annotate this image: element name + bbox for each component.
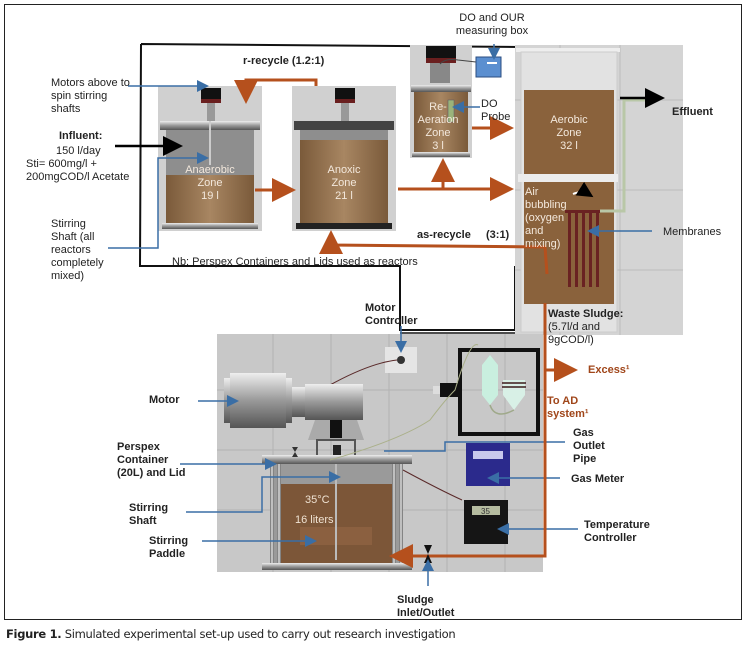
waste-sludge-detail-1: (5.7l/d and (548, 321, 600, 333)
reaeration-name: Re- (429, 101, 447, 113)
gas-meter-label: Gas Meter (571, 473, 625, 485)
effluent-label: Effluent (672, 106, 713, 118)
waste-sludge-line (389, 303, 547, 568)
caption-label: Figure 1. (6, 627, 62, 641)
temp-display: 35 (481, 507, 490, 516)
air-bubbling-5: mixing) (525, 238, 561, 250)
influent-title: Influent: (59, 130, 103, 142)
aerobic-reactor (516, 48, 652, 333)
anoxic-zone: Zone (331, 177, 357, 189)
air-bubbling-2: bubbling (525, 199, 567, 211)
aerobic-volume: 32 l (560, 140, 578, 152)
as-recycle-ratio: (3:1) (486, 229, 510, 241)
stirring-shaft-bottom-label: Stirring Shaft (129, 502, 169, 527)
gas-meter (466, 443, 510, 486)
temperature-controller-label: Temperature Controller (584, 519, 650, 544)
to-ad-label-2: system¹ (547, 408, 589, 420)
anaerobic-zone: Zone (197, 177, 223, 189)
influent-comp-2: 200mgCOD/l Acetate (26, 171, 130, 183)
aerobic-zone: Zone (556, 127, 582, 139)
aerobic-name: Aerobic (550, 114, 588, 126)
do-our-label: DO and OUR measuring box (455, 12, 529, 37)
motor-controller-label: Motor Controller (365, 302, 418, 327)
digester-temp: 35°C (305, 494, 330, 506)
anoxic-volume: 21 l (335, 190, 353, 202)
r-recycle-arrow (234, 78, 318, 104)
as-recycle-label: as-recycle (417, 229, 471, 241)
do-probe-label: DO Probe (481, 98, 511, 123)
influent-rate: 150 l/day (56, 145, 101, 157)
reaeration-name-2: Aeration (417, 114, 459, 126)
reaeration-volume: 3 l (432, 140, 444, 152)
figure-frame (4, 4, 742, 620)
anaerobic-name: Anaerobic (185, 164, 235, 176)
sludge-io-label: Sludge Inlet/Outlet (397, 594, 455, 619)
figure-caption: Figure 1. Simulated experimental set-up … (6, 627, 456, 641)
to-ad-label-1: To AD (547, 395, 579, 407)
gas-outlet-label: Gas Outlet Pipe (573, 427, 605, 465)
waste-sludge-detail-2: 9gCOD/l) (548, 334, 594, 346)
as-recycle-arrow (319, 230, 549, 275)
air-bubbling-3: (oxygen (525, 212, 565, 224)
membranes-label: Membranes (663, 226, 722, 238)
waste-sludge-title: Waste Sludge: (548, 308, 624, 320)
stirring-paddle-label: Stirring Paddle (149, 535, 189, 560)
anaerobic-digester (262, 447, 412, 570)
reaeration-zone: Zone (425, 127, 451, 139)
air-bubbling-1: Air (525, 186, 539, 198)
nb-note: Nb: Perspex Containers and Lids used as … (172, 256, 418, 268)
caption-text: Simulated experimental set-up used to ca… (61, 627, 456, 641)
stirring-shaft-label: Stirring Shaft (all reactors completely … (51, 218, 104, 282)
gas-collection-box (433, 348, 540, 436)
perspex-container-label: Perspex Container (20L) and Lid (117, 441, 186, 479)
digester-volume: 16 liters (295, 514, 334, 526)
influent-comp-1: Sti= 600mg/l + (26, 158, 97, 170)
air-bubbling-4: and (525, 225, 544, 237)
anaerobic-volume: 19 l (201, 190, 219, 202)
motor-label: Motor (149, 394, 180, 406)
anoxic-reactor (292, 86, 396, 231)
r-recycle-label: r-recycle (1.2:1) (243, 55, 325, 67)
do-our-measuring-box (475, 56, 502, 78)
motors-label: Motors above to spin stirring shafts (51, 77, 130, 115)
anoxic-name: Anoxic (327, 164, 361, 176)
excess-label: Excess¹ (588, 364, 630, 376)
